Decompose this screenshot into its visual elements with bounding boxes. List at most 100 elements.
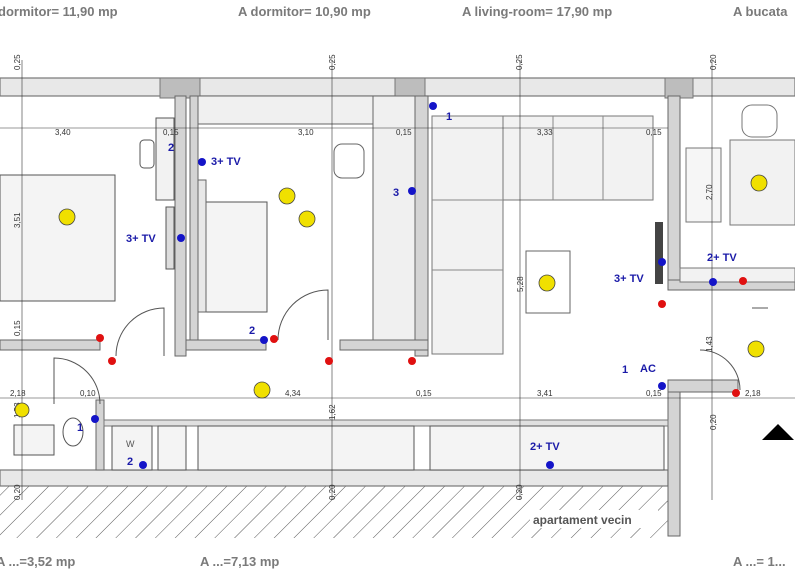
dim-w3: 3,10	[298, 128, 314, 137]
room-label-bedroom-left: dormitor= 11,90 mp	[0, 4, 118, 19]
entry-arrow-icon	[762, 424, 794, 440]
wall-corridor-stub	[667, 379, 739, 393]
dim-h6: 1,43	[705, 336, 714, 352]
light-bedroom-left	[58, 208, 76, 226]
dim-c3: 0,15	[416, 389, 432, 398]
dim-w2: 0,15	[163, 128, 179, 137]
socket-label-s4: 2	[249, 325, 255, 337]
bed-left	[0, 174, 116, 302]
door-bathroom	[53, 357, 101, 405]
dim-c-h3: 2,18	[10, 389, 26, 398]
light-kitchen-hall	[747, 340, 765, 358]
dim-w4: 0,15	[396, 128, 412, 137]
tv-unit-left	[165, 206, 175, 270]
dim-w1: 3,40	[55, 128, 71, 137]
switches	[96, 277, 747, 397]
wall-pier-1	[159, 77, 201, 99]
bottom-label-right: A ...= 1...	[733, 554, 786, 569]
sofa-back	[502, 115, 654, 201]
dim-h1: 3,51	[13, 212, 22, 228]
dim-bottom-f: 0,20	[328, 484, 337, 500]
toilet	[62, 417, 84, 447]
dim-h2: 0,15	[13, 320, 22, 336]
sofa-corner	[431, 115, 504, 355]
wall-kitchen-right	[667, 379, 681, 537]
dim-top-b: 0,25	[328, 54, 337, 70]
dim-top-c: 0,25	[515, 54, 524, 70]
socket-label-s5: 1	[446, 111, 452, 123]
door-bedroom-2	[277, 289, 329, 341]
bottom-label-left: A ...=3,52 mp	[0, 554, 76, 569]
dim-c1: 0,10	[80, 389, 96, 398]
wall-bedroom2-bottom-b	[339, 339, 429, 351]
socket-label-s1: 2	[168, 142, 174, 154]
wall-storage-top	[103, 419, 669, 427]
tv-living	[655, 222, 663, 284]
socket-label-s3: 3+ TV	[126, 233, 156, 245]
kitchen-counter	[679, 267, 795, 283]
wall-bedroom-divider	[174, 95, 187, 357]
wall-kitchen-left	[667, 95, 681, 287]
dim-bottom-g: 0,20	[515, 484, 524, 500]
door-bedroom-left	[115, 307, 165, 357]
wardrobe-bedroom2	[197, 95, 374, 125]
washer-label: W	[126, 439, 135, 449]
socket-label-s2: 3+ TV	[211, 156, 241, 168]
storage-cabinet-1	[157, 425, 187, 471]
light-living	[538, 274, 556, 292]
socket-label-s9: 1	[622, 364, 628, 376]
nightstand-left	[155, 117, 175, 201]
kitchen-chair-top	[741, 104, 778, 138]
dim-c4: 3,41	[537, 389, 553, 398]
light-bath	[14, 402, 30, 418]
dim-top-a: 0,25	[13, 54, 22, 70]
dim-w5: 3,33	[537, 128, 553, 137]
light-kitchen	[750, 174, 768, 192]
dim-w6: 0,15	[646, 128, 662, 137]
light-bedroom2-a	[278, 187, 296, 205]
socket-label-s8: 2+ TV	[707, 252, 737, 264]
wall-bedroom2-bottom	[185, 339, 267, 351]
dim-c6: 2,18	[745, 389, 761, 398]
chair-left	[139, 139, 155, 169]
wall-bedroom-bottom	[0, 339, 101, 351]
desk-chair	[333, 143, 365, 179]
neighbor-label-bg	[530, 510, 658, 528]
ceiling-lights	[14, 174, 768, 418]
wall-pier-3	[664, 77, 694, 99]
wall-closet	[189, 95, 199, 345]
bathtub	[13, 424, 55, 456]
dim-c5: 0,15	[646, 389, 662, 398]
light-hall	[253, 381, 271, 399]
dim-bottom-h: 0,20	[709, 414, 718, 430]
socket-label-s7: 3+ TV	[614, 273, 644, 285]
wall-bedroom2-right	[414, 95, 429, 357]
bed-bedroom2	[204, 201, 268, 313]
kitchen-chair	[685, 147, 722, 223]
room-label-living: A living-room= 17,90 mp	[462, 4, 613, 19]
coffee-table	[525, 250, 571, 314]
bottom-wall	[0, 469, 669, 487]
dim-h5: 2,70	[705, 184, 714, 200]
socket-label-s6: 3	[393, 187, 399, 199]
dim-v1: 1,62	[328, 404, 337, 420]
desk-bedroom2	[372, 95, 416, 341]
washer	[111, 425, 153, 471]
room-label-bedroom-right: A dormitor= 10,90 mp	[238, 4, 371, 19]
bottom-label-mid: A ...=7,13 mp	[200, 554, 280, 569]
neighbor-label: apartament vecin	[533, 513, 632, 527]
dim-c2: 4,34	[285, 389, 301, 398]
sockets	[91, 102, 717, 469]
dim-h4: 5,28	[516, 276, 525, 292]
wall-pier-2	[394, 77, 426, 99]
door-kitchen	[699, 349, 741, 391]
socket-label-s11: 1	[77, 422, 83, 434]
bed2-side	[197, 179, 207, 313]
light-bedroom2-b	[298, 210, 316, 228]
room-label-kitchen: A bucata	[733, 4, 788, 19]
storage-cabinet-2	[197, 425, 415, 471]
socket-label-s12: 2	[127, 456, 133, 468]
socket-label-s13: 2+ TV	[530, 441, 560, 453]
dim-bottom-e: 0,20	[13, 484, 22, 500]
